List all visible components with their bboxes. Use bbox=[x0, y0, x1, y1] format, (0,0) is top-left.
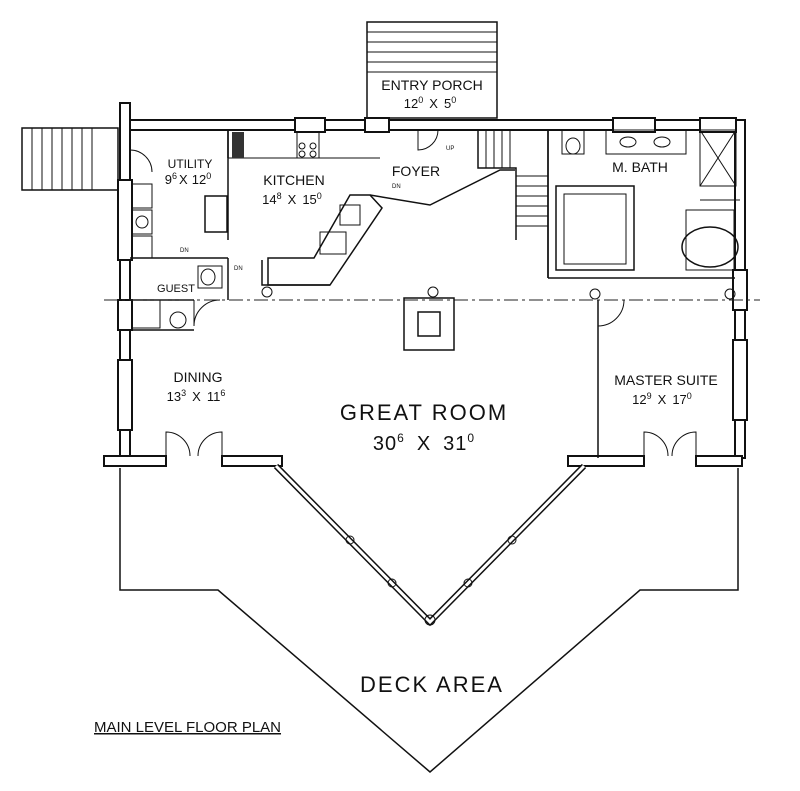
label-deck-area: DECK AREA bbox=[360, 672, 504, 697]
utility-fixtures bbox=[131, 183, 223, 329]
exterior-walls bbox=[103, 102, 748, 467]
label-master-suite: MASTER SUITE bbox=[614, 372, 717, 388]
plan-caption: MAIN LEVEL FLOOR PLAN bbox=[94, 719, 281, 736]
label-kitchen: KITCHEN bbox=[263, 172, 324, 188]
deck-outline bbox=[119, 468, 739, 773]
label-m-bath: M. BATH bbox=[612, 159, 668, 175]
stair-up-note: UP bbox=[446, 146, 454, 152]
stair-down-note-3: DN bbox=[234, 266, 243, 272]
support-posts bbox=[261, 286, 736, 300]
foyer-stair bbox=[261, 130, 548, 286]
master-bath-fixtures bbox=[555, 129, 739, 271]
label-entry-porch: ENTRY PORCH bbox=[381, 77, 482, 93]
stair-down-note-1: DN bbox=[392, 184, 401, 190]
label-foyer: FOYER bbox=[392, 163, 440, 179]
glass-wall bbox=[273, 463, 587, 627]
label-utility: UTILITY bbox=[168, 157, 213, 171]
label-dining: DINING bbox=[174, 369, 223, 385]
label-guest: GUEST bbox=[157, 283, 195, 295]
side-steps bbox=[21, 127, 119, 191]
stair-down-note-2: DN bbox=[180, 248, 189, 254]
fireplace bbox=[403, 286, 455, 351]
entry-porch-steps bbox=[366, 21, 498, 119]
label-great-room: GREAT ROOM bbox=[340, 400, 508, 425]
kitchen-counter bbox=[204, 130, 383, 286]
